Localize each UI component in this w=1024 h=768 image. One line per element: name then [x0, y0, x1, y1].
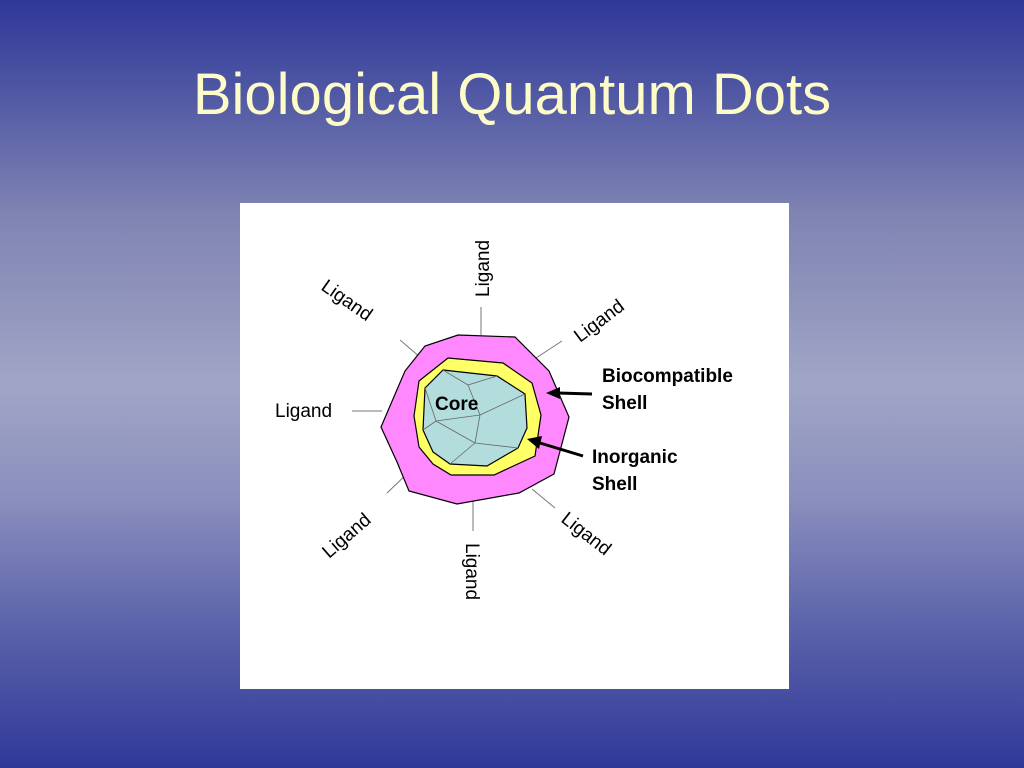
biocompatible-shell-label-line1: Biocompatible	[602, 366, 733, 387]
inorganic-shell-label-line2: Shell	[592, 474, 637, 495]
biocompatible-shell-arrow	[546, 387, 593, 399]
quantum-dot-diagram: Core Ligand Ligand Ligand Ligand Ligand …	[275, 240, 733, 600]
biocompatible-shell-label-line2: Shell	[602, 393, 647, 414]
diagram-panel: Core Ligand Ligand Ligand Ligand Ligand …	[240, 203, 789, 689]
ligand-label-bottom-left: Ligand	[319, 509, 376, 562]
ligand-label-left: Ligand	[275, 401, 332, 422]
core-facets	[422, 369, 526, 465]
ligand-label-bottom: Ligand	[461, 543, 482, 600]
ligand-label-top-left: Ligand	[317, 276, 376, 326]
ligand-label-top: Ligand	[473, 240, 494, 297]
ligand-label-top-right: Ligand	[570, 296, 628, 347]
core-label: Core	[435, 394, 478, 415]
ligand-lines	[352, 307, 563, 531]
inorganic-shell-arrow	[527, 436, 584, 458]
ligand-line-top-right	[535, 340, 563, 359]
ligand-line-bottom-right	[531, 488, 556, 509]
core	[422, 369, 528, 467]
ligand-label-bottom-right: Ligand	[557, 508, 615, 560]
inorganic-shell-label-line1: Inorganic	[592, 447, 678, 468]
slide-title: Biological Quantum Dots	[192, 62, 832, 127]
